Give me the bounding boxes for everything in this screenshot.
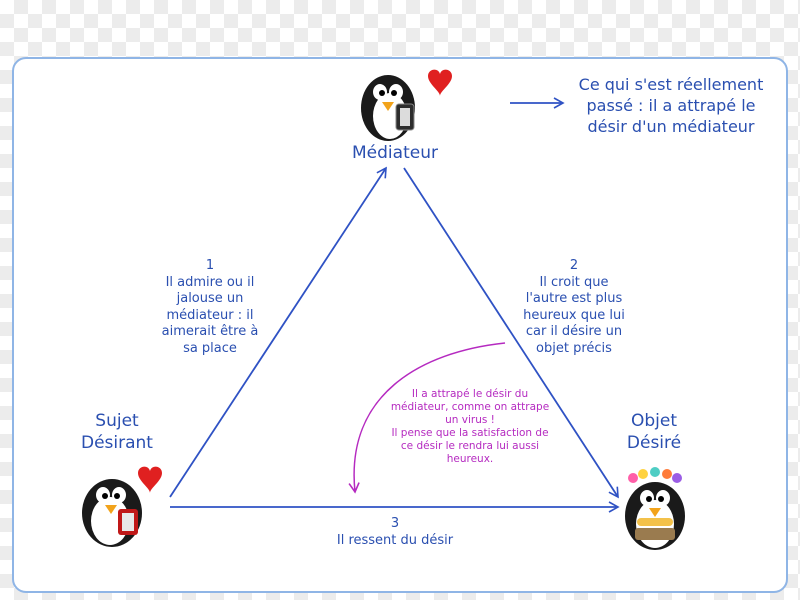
virus-note: Il a attrapé le désir du médiateur, comm…	[370, 388, 570, 466]
note-reality: Ce qui s'est réellement passé : il a att…	[566, 74, 776, 137]
edge-2-line-5: objet précis	[536, 340, 612, 356]
edge-1-line-1: Il admire ou il	[165, 274, 255, 290]
sujet-line-2: Désirant	[81, 433, 153, 453]
edge-1-line-2: jalouse un	[176, 291, 244, 306]
mediateur-text: Médiateur	[352, 143, 438, 163]
virus-line-6: heureux.	[446, 453, 494, 465]
virus-line-5: ce désir le rendra lui aussi	[400, 440, 540, 452]
edge-1-number: 1	[205, 258, 215, 273]
edge-2-line-2: l'autre est plus	[525, 291, 623, 306]
virus-curve-arrow	[348, 342, 506, 494]
penguin-sujet-icon	[82, 466, 162, 547]
note-line-1: Ce qui s'est réellement	[578, 75, 764, 94]
arrow-edge-1	[169, 166, 387, 498]
edge-2-number: 2	[569, 258, 579, 273]
objet-line-1: Objet	[630, 411, 678, 431]
penguin-mediateur-icon	[361, 69, 452, 141]
edge-3-label: 3 Il ressent du désir	[300, 516, 490, 549]
edge-2-label: 2 Il croit que l'autre est plus heureux …	[504, 258, 644, 357]
note-line-3: désir d'un médiateur	[587, 117, 755, 136]
penguin-objet-icon	[625, 467, 685, 550]
edge-3-number: 3	[390, 516, 400, 531]
edge-2-line-4: car il désire un	[525, 324, 623, 339]
virus-line-2: médiateur, comme on attrape	[390, 401, 550, 413]
edge-2-line-1: Il croit que	[539, 274, 609, 290]
edge-3-line-1: Il ressent du désir	[336, 532, 454, 548]
edge-1-label: 1 Il admire ou il jalouse un médiateur :…	[140, 258, 280, 357]
sujet-line-1: Sujet	[95, 411, 139, 431]
virus-line-3: un virus !	[445, 414, 495, 426]
edge-2-line-3: heureux que lui	[523, 307, 625, 323]
virus-line-4: Il pense que la satisfaction de	[391, 427, 549, 439]
arrow-edge-2	[403, 167, 619, 499]
edge-1-line-3: médiateur : il	[166, 307, 254, 323]
node-mediateur-label: Médiateur	[330, 142, 460, 164]
edge-1-line-4: aimerait être à	[161, 324, 259, 339]
node-sujet-label: Sujet Désirant	[62, 410, 172, 454]
edge-1-line-5: sa place	[183, 340, 237, 356]
note-line-2: passé : il a attrapé le	[586, 96, 756, 115]
node-objet-label: Objet Désiré	[600, 410, 708, 454]
objet-line-2: Désiré	[626, 433, 682, 453]
virus-line-1: Il a attrapé le désir du	[411, 388, 529, 400]
